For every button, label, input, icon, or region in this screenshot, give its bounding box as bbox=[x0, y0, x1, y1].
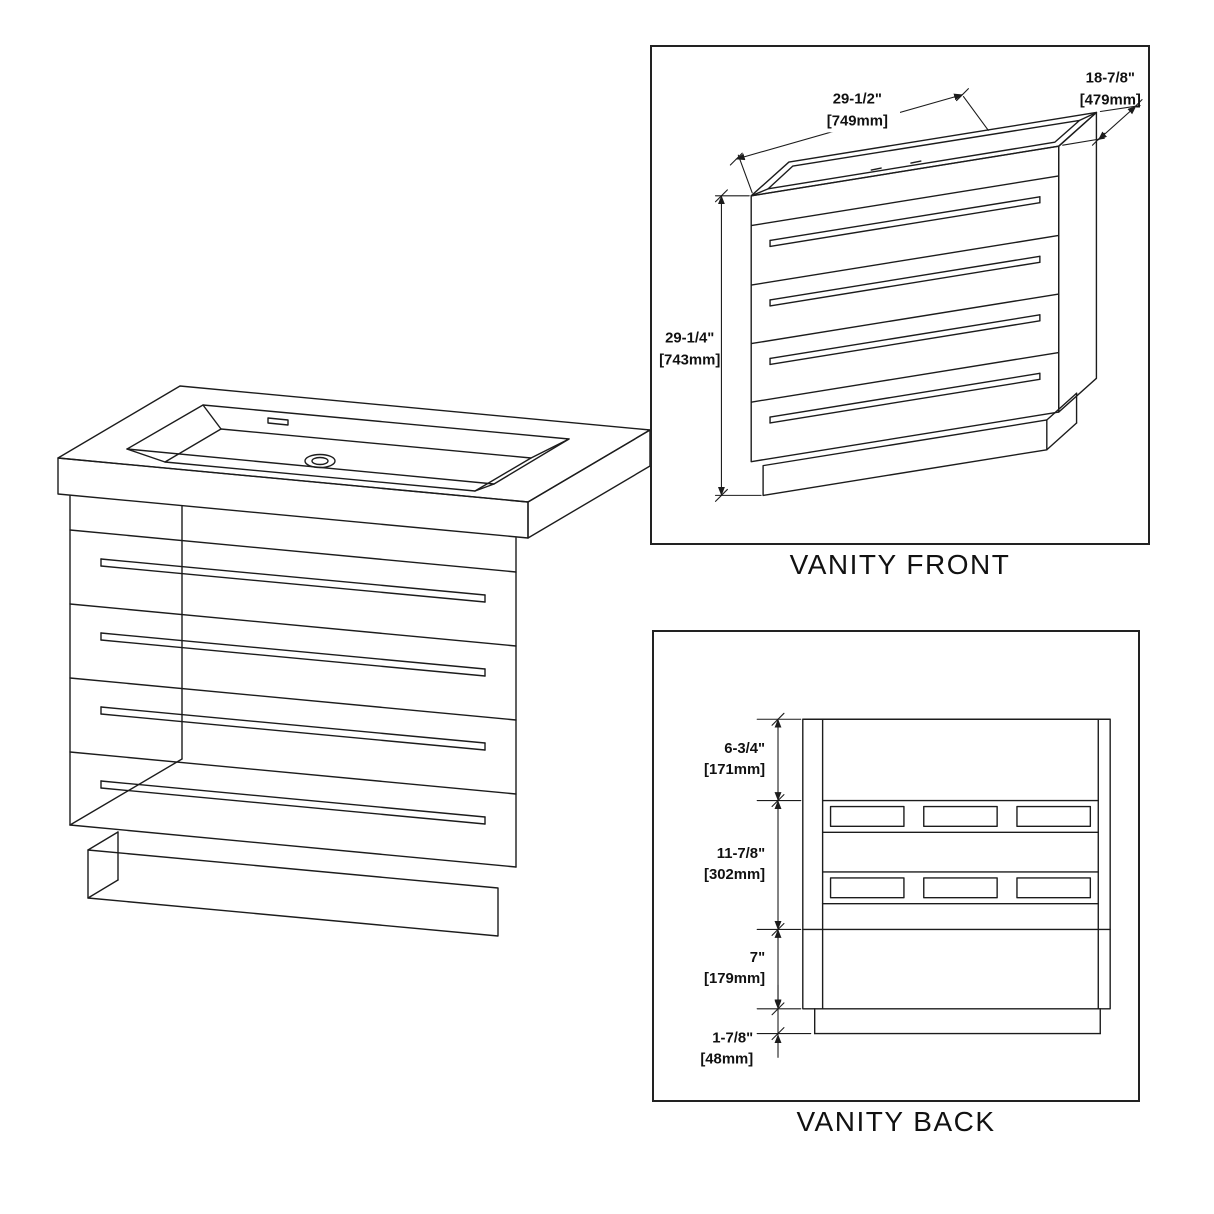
drawer-handles bbox=[100, 558, 486, 825]
depth-dimension: 18-7/8" [479mm] bbox=[1062, 71, 1143, 146]
vanity-isometric-drawing bbox=[57, 385, 651, 937]
overflow-slot-icon bbox=[267, 417, 289, 426]
counter-top bbox=[57, 385, 651, 539]
sink-basin bbox=[126, 404, 570, 492]
vanity-back-panel: 6-3/4" [171mm] 11-7/8" [302mm] 7" [179mm… bbox=[652, 630, 1140, 1102]
drain-icon bbox=[304, 453, 336, 469]
back-lower-label-mm: [179mm] bbox=[704, 971, 765, 987]
drawer-handles bbox=[769, 196, 1041, 424]
back-middle-label-mm: [302mm] bbox=[704, 867, 765, 883]
back-panel bbox=[802, 718, 1111, 1010]
front-width-label-mm: [749mm] bbox=[827, 113, 888, 129]
front-height-label-in: 29-1/4" bbox=[665, 331, 714, 347]
vanity-back-drawing: 6-3/4" [171mm] 11-7/8" [302mm] 7" [179mm… bbox=[700, 712, 1111, 1067]
front-width-label-in: 29-1/2" bbox=[833, 92, 882, 108]
upper-slot-row bbox=[821, 799, 1099, 833]
front-depth-label-mm: [479mm] bbox=[1080, 93, 1141, 109]
front-height-label-mm: [743mm] bbox=[659, 352, 720, 368]
plinth-base bbox=[87, 831, 499, 937]
lower-slot-row bbox=[821, 871, 1099, 905]
back-base-label-mm: [48mm] bbox=[700, 1051, 753, 1067]
vanity-front-drawing: 29-1/4" [743mm] 29-1/2" [749mm] bbox=[659, 71, 1143, 502]
cabinet-front-face bbox=[750, 111, 1098, 463]
vanity-back-caption: VANITY BACK bbox=[796, 1106, 996, 1137]
vanity-front-caption: VANITY FRONT bbox=[789, 549, 1011, 580]
plinth-base bbox=[762, 392, 1078, 497]
back-lower-label-in: 7" bbox=[750, 950, 765, 966]
cabinet-body bbox=[69, 495, 517, 868]
back-top-label-mm: [171mm] bbox=[704, 762, 765, 778]
back-top-label-in: 6-3/4" bbox=[724, 741, 765, 757]
cabinet-open-top bbox=[750, 111, 1098, 197]
back-base-label-in: 1-7/8" bbox=[712, 1030, 753, 1046]
front-depth-label-in: 18-7/8" bbox=[1086, 71, 1135, 87]
plinth-base bbox=[814, 1008, 1101, 1035]
height-dimension: 29-1/4" [743mm] bbox=[659, 189, 762, 502]
width-dimension: 29-1/2" [749mm] bbox=[729, 84, 989, 194]
stacked-dimensions: 6-3/4" [171mm] 11-7/8" [302mm] 7" [179mm… bbox=[700, 712, 812, 1067]
vanity-front-panel: 29-1/4" [743mm] 29-1/2" [749mm] bbox=[650, 45, 1150, 545]
back-middle-label-in: 11-7/8" bbox=[717, 846, 765, 862]
